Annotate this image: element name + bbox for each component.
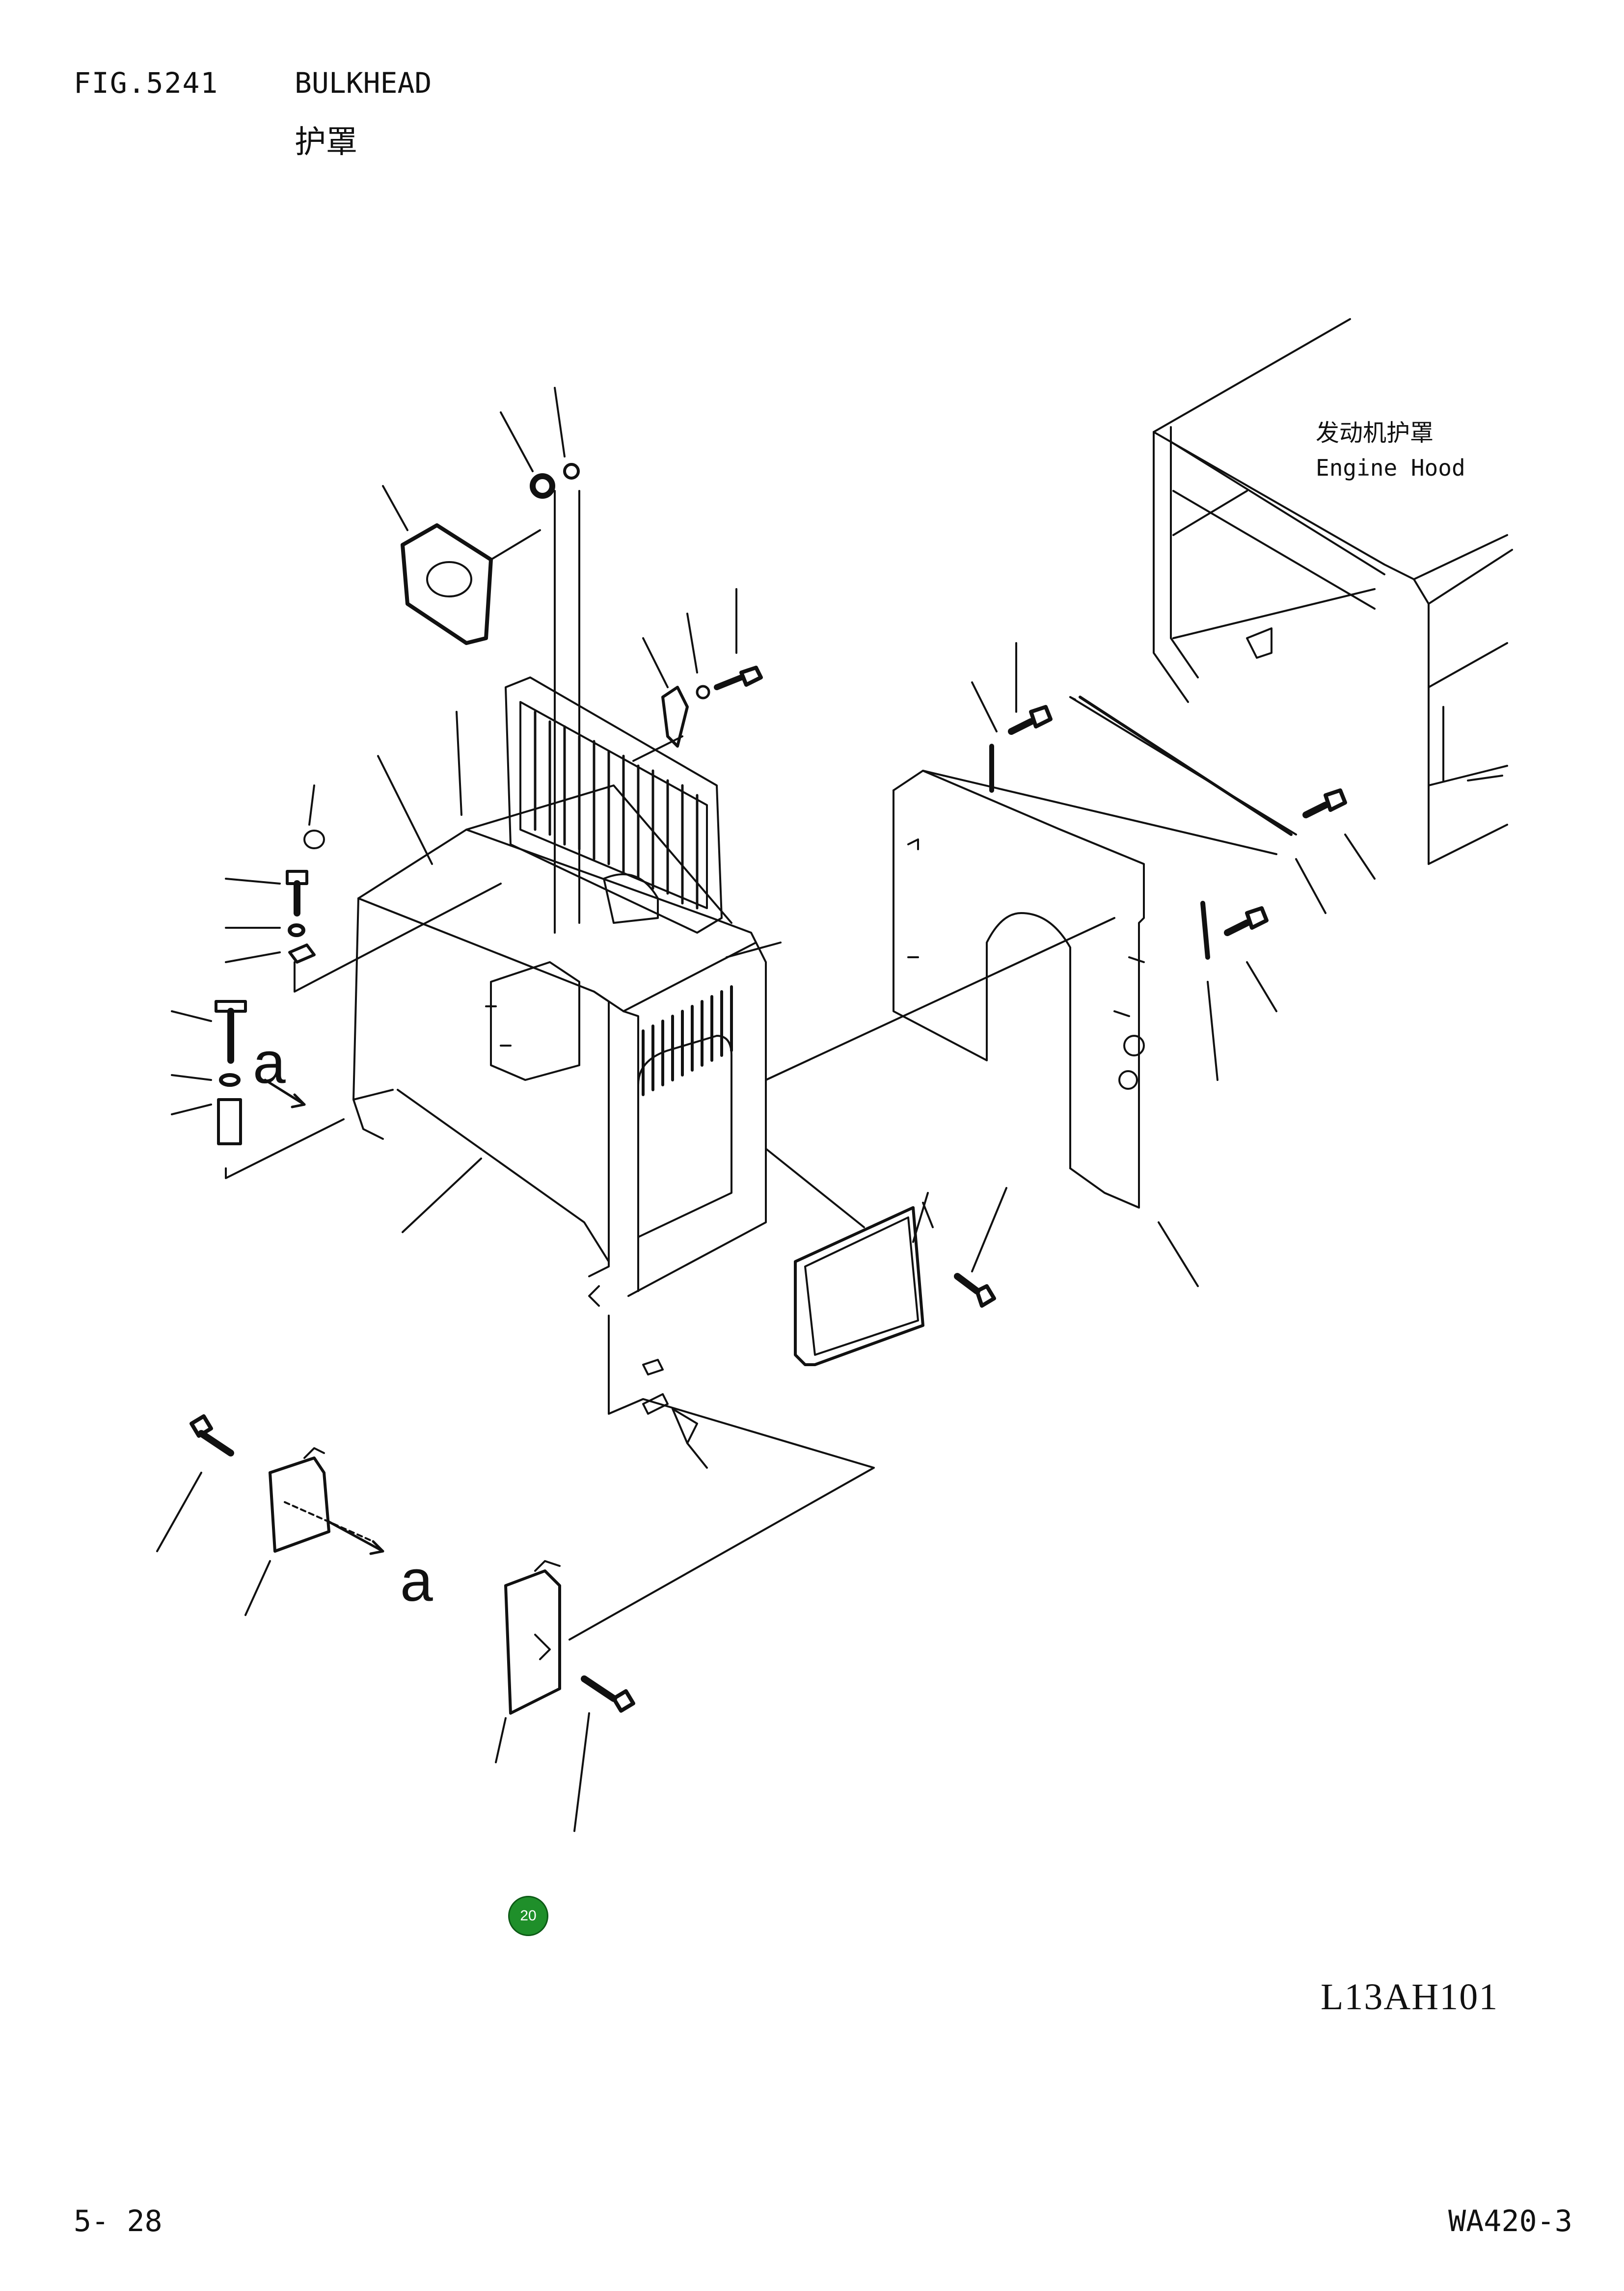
page-badge[interactable]: 20 <box>508 1896 548 1936</box>
inspection-cover <box>766 918 1114 1365</box>
bulkhead-arch-panel <box>893 697 1296 1208</box>
bracket-left <box>191 1416 383 1554</box>
cover-plate-top <box>403 525 540 643</box>
view-reference-a-bottom: a <box>400 1548 433 1614</box>
main-bulkhead-box <box>353 785 766 1306</box>
engine-hood-label-chinese: 发动机护罩 <box>1316 419 1434 447</box>
bracket-center <box>506 1561 633 1713</box>
upper-right-fasteners <box>992 697 1345 957</box>
callout-leaders <box>157 388 1502 1831</box>
lower-mount-plate <box>569 1316 874 1640</box>
drawing-code: L13AH101 <box>1321 1976 1499 2018</box>
view-reference-a-left: a <box>253 1030 286 1096</box>
engine-hood-label: Engine Hood <box>1316 455 1465 481</box>
model-code: WA420-3 <box>1448 2204 1572 2238</box>
bulkhead-grille <box>506 677 722 933</box>
page-number: 5- 28 <box>74 2204 162 2238</box>
engine-hood <box>1154 319 1512 864</box>
figure-title-chinese: 护罩 <box>295 124 357 161</box>
figure-title: BULKHEAD <box>295 66 432 100</box>
latch-assembly <box>633 668 761 761</box>
nut-top <box>533 464 578 496</box>
figure-number: FIG.5241 <box>74 66 219 100</box>
side-bolt-stack <box>216 831 501 1178</box>
